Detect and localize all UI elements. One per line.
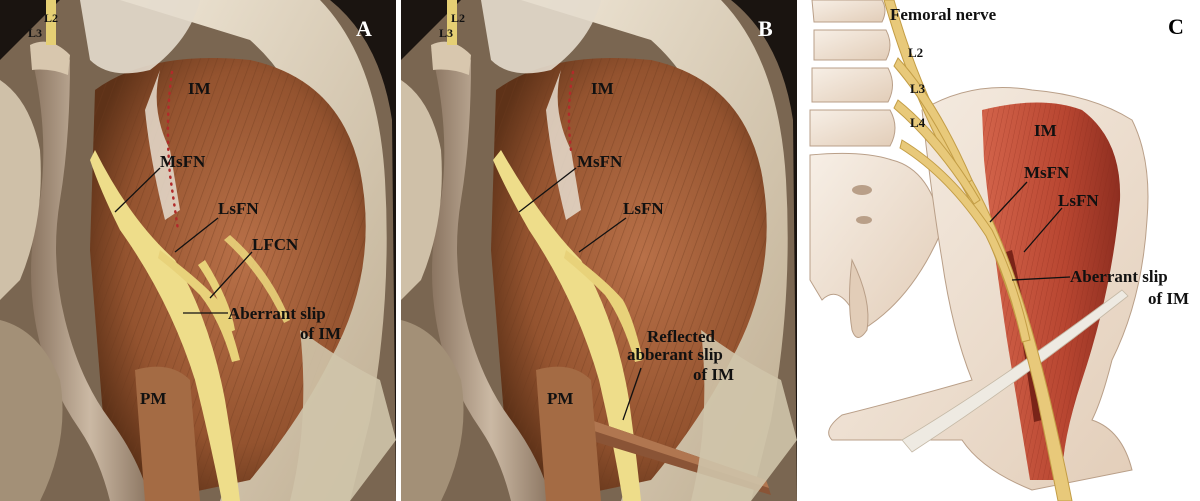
label-l4: L4	[910, 115, 926, 130]
label-of-im: of IM	[693, 365, 735, 384]
label-im: IM	[188, 79, 211, 98]
label-aberrant-slip: Aberrant slip	[228, 304, 326, 323]
dissection-photo-b	[401, 0, 797, 501]
panel-a: A L2 L3 IM MsFN LsFN LFCN Aberrant slip …	[0, 0, 396, 501]
label-abberant-slip: abberant slip	[627, 345, 723, 364]
dissection-photo-a	[0, 0, 396, 501]
label-l3: L3	[910, 81, 926, 96]
label-of-im: of IM	[1148, 289, 1190, 308]
label-femoral-nerve: Femoral nerve	[890, 5, 997, 24]
anatomical-illustration	[809, 0, 1149, 501]
label-l2: L2	[44, 11, 59, 25]
panel-letter: A	[356, 16, 372, 41]
label-msfn: MsFN	[160, 152, 206, 171]
label-l3: L3	[439, 26, 454, 40]
label-aberrant-slip: Aberrant slip	[1070, 267, 1168, 286]
label-lsfn: LsFN	[623, 199, 664, 218]
label-of-im: of IM	[300, 324, 342, 343]
label-l3: L3	[28, 26, 43, 40]
label-im: IM	[591, 79, 614, 98]
label-pm: PM	[140, 389, 167, 408]
label-msfn: MsFN	[1024, 163, 1070, 182]
label-lfcn: LFCN	[252, 235, 299, 254]
label-l2: L2	[908, 45, 924, 60]
label-im: IM	[1034, 121, 1057, 140]
label-msfn: MsFN	[577, 152, 623, 171]
label-lsfn: LsFN	[218, 199, 259, 218]
label-lsfn: LsFN	[1058, 191, 1099, 210]
panel-c: C Femoral nerve L2 L3 L4 IM MsFN LsFN Ab…	[802, 0, 1200, 501]
panel-b: B L2 L3 IM MsFN LsFN Reflected abberant …	[401, 0, 797, 501]
label-l2: L2	[451, 11, 466, 25]
panel-letter: B	[758, 16, 773, 41]
label-pm: PM	[547, 389, 574, 408]
label-reflected: Reflected	[647, 327, 715, 346]
panel-letter: C	[1168, 14, 1184, 39]
